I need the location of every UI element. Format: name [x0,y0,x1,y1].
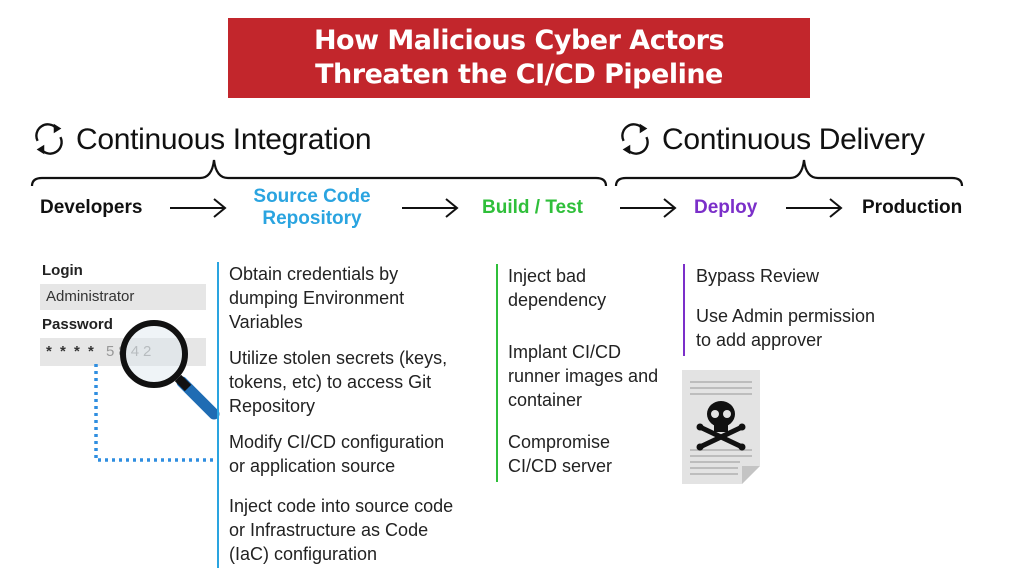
cycle-arrows-icon [35,123,63,155]
build-divider-line [496,264,498,482]
password-masked: * * * * [46,343,96,360]
ci-brace [30,159,608,187]
stage-build-test: Build / Test [482,197,583,218]
login-label: Login [42,262,83,279]
cd-brace [614,159,964,187]
cd-phase-title: Continuous Delivery [662,123,925,156]
dotted-connector [94,364,216,462]
login-field: Administrator [40,284,206,310]
right-arrow-icon [402,198,459,218]
stage-production: Production [862,197,963,218]
stage-source-line-1: Source Code [253,186,371,207]
password-label: Password [42,316,113,333]
stage-source-line-2: Repository [262,208,362,229]
deploy-divider-line [683,264,685,356]
title-line-2: Threaten the CI/CD Pipeline [315,59,723,90]
stage-source-code-repository: Source Code Repository [247,186,377,230]
ci-phase-title: Continuous Integration [76,123,372,156]
title-banner: How Malicious Cyber Actors Threaten the … [228,18,810,98]
right-arrow-icon [170,198,227,218]
deploy-threat-1: Bypass Review [696,266,820,286]
source-divider-line [217,262,219,568]
stage-deploy: Deploy [694,197,758,218]
right-arrow-icon [786,198,843,218]
skull-crossbones-document-icon [682,370,760,484]
stage-developers: Developers [40,197,143,218]
source-threat-2: Utilize stolen secrets (keys,tokens, etc… [229,348,448,416]
title-line-1: How Malicious Cyber Actors [313,25,725,56]
magnifying-glass-icon [120,320,220,420]
cycle-arrows-icon [621,123,649,155]
password-revealed: 5842 [106,343,155,360]
right-arrow-icon [620,198,677,218]
